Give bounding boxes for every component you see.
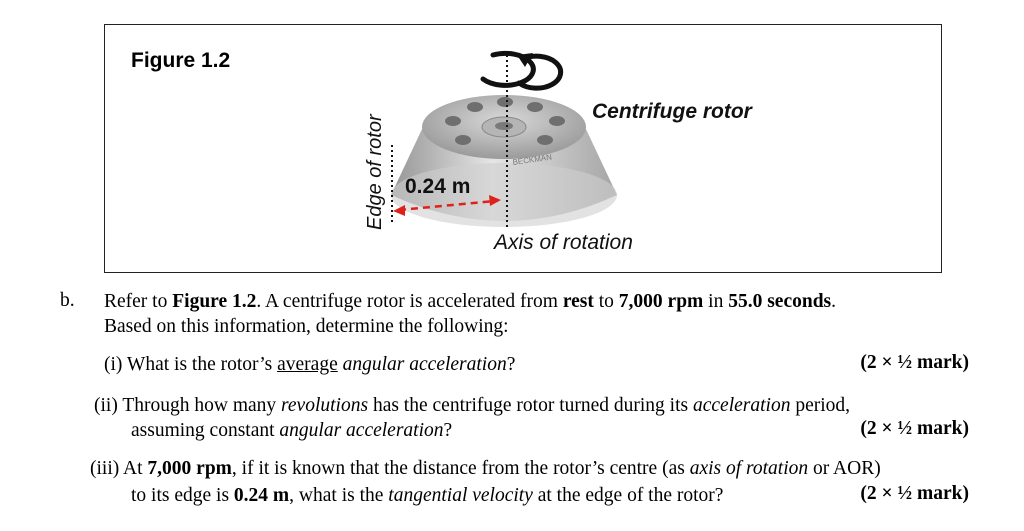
figure-title: Figure 1.2 <box>131 49 231 72</box>
question-letter: b. <box>60 290 75 311</box>
radius-arrow <box>398 199 496 212</box>
label-axis: Axis of rotation <box>492 231 633 254</box>
label-distance: 0.24 m <box>405 175 470 198</box>
figure-box: Figure 1.2 <box>104 24 942 273</box>
label-edge: Edge of rotor <box>364 113 386 230</box>
rotor-illustration: BECKMAN Centrifuge rotor 0.24 m Axis of … <box>364 50 754 254</box>
part-iii-marks: (2 × ½ mark) <box>860 483 969 504</box>
part-i-marks: (2 × ½ mark) <box>860 352 969 373</box>
question-intro-line1: Refer to Figure 1.2. A centrifuge rotor … <box>104 291 837 312</box>
rotor-base <box>391 163 617 227</box>
part-ii-line2: assuming constant angular acceleration? <box>131 420 453 441</box>
part-i-text: (i) What is the rotor’s average angular … <box>104 354 516 375</box>
rotor-holes <box>445 97 565 145</box>
rotation-arrow-icon <box>480 50 564 91</box>
label-centrifuge-rotor: Centrifuge rotor <box>592 100 754 123</box>
part-iii-line1: (iii) At 7,000 rpm, if it is known that … <box>90 458 881 479</box>
question-intro-line2: Based on this information, determine the… <box>104 316 509 337</box>
part-ii-marks: (2 × ½ mark) <box>860 418 969 439</box>
part-iii-line2: to its edge is 0.24 m, what is the tange… <box>131 485 724 506</box>
part-ii-line1: (ii) Through how many revolutions has th… <box>94 395 851 416</box>
